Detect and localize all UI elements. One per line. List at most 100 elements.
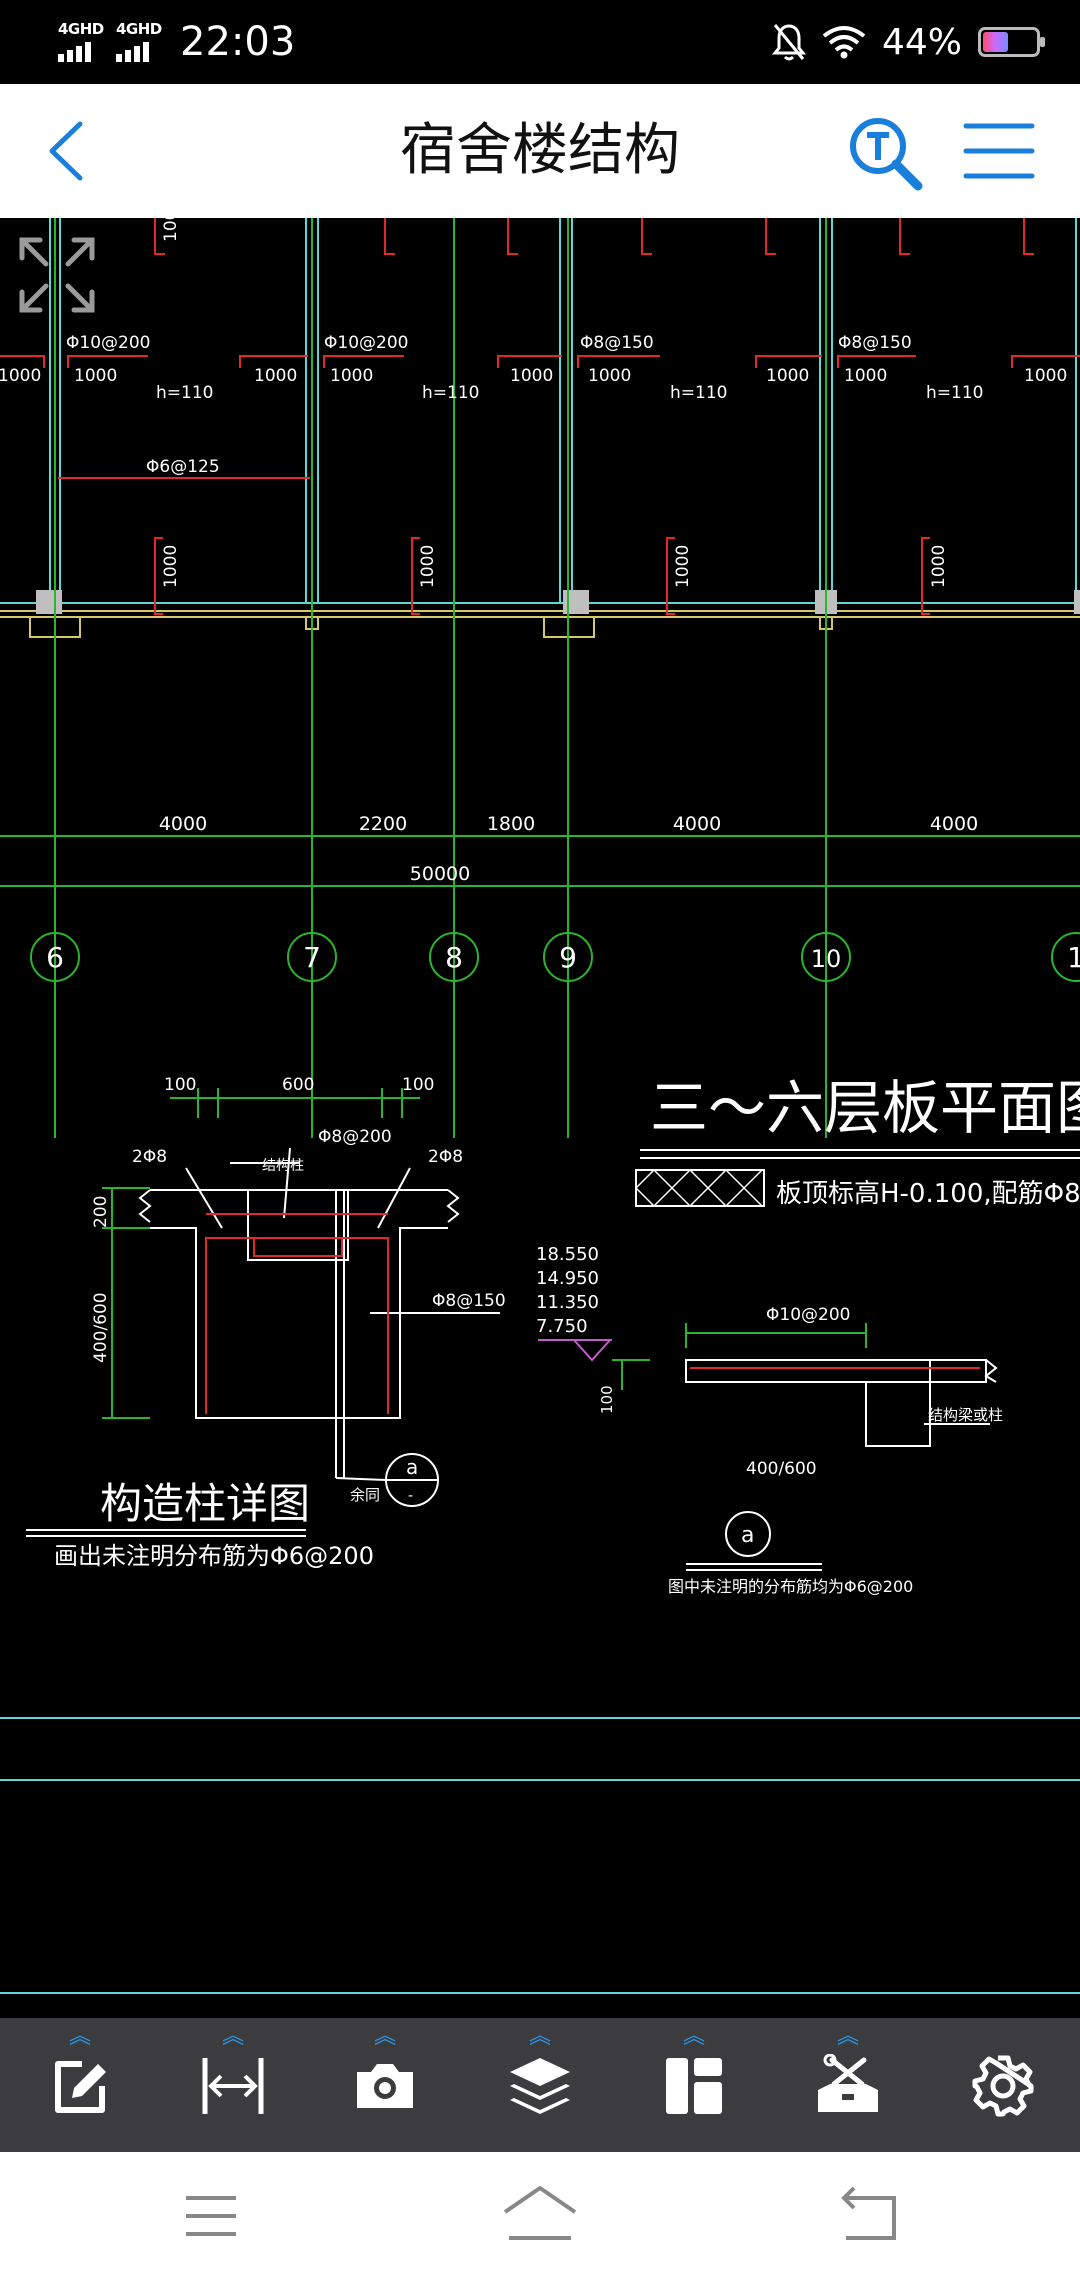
edit-note-icon	[55, 2061, 106, 2113]
slab-thickness: h=110	[926, 383, 983, 403]
axis-label: 8	[445, 941, 463, 974]
span-dim: 2200	[359, 813, 407, 835]
status-bar: 4GHD 4GHD 22:03 44%	[0, 0, 1080, 84]
rebar-text: Φ10@200 Φ10@200 Φ8@150 Φ8@150 Φ6@125 100…	[0, 218, 1067, 588]
rebar-label: Φ8@150	[432, 1291, 506, 1311]
rebar-marks	[0, 218, 1080, 615]
rebar-label: Φ8@150	[838, 333, 912, 353]
dim-label: 1000	[330, 366, 373, 386]
measure-distance-icon	[202, 2058, 264, 2114]
section-detail-text: Φ10@200 结构梁或柱 400/600 a 图中未注明的分布筋均为Φ6@20…	[668, 1305, 1003, 1596]
grid-lines	[0, 218, 1080, 1138]
camera-tool[interactable]: ︽	[310, 2018, 460, 2152]
clock: 22:03	[180, 19, 296, 65]
page-title: 宿舍楼结构	[400, 118, 680, 183]
elevation: 18.550	[536, 1244, 599, 1265]
total-dim: 50000	[410, 863, 470, 885]
detail-title: 构造柱详图	[100, 1479, 310, 1528]
elevation: 7.750	[536, 1316, 588, 1337]
dim-label: 1000	[766, 366, 809, 386]
battery-icon	[978, 27, 1045, 57]
dim-label: 1000	[418, 545, 438, 588]
column-label: 结构柱	[262, 1158, 304, 1174]
axis-label: 9	[559, 941, 577, 974]
signal-icon: 4GHD	[116, 20, 162, 64]
elevation-marker	[538, 1339, 612, 1362]
cad-drawing-canvas[interactable]: Φ10@200 Φ10@200 Φ8@150 Φ8@150 Φ6@125 100…	[0, 218, 1080, 2018]
legend-text: 板顶标高H-0.100,配筋Φ8@200,	[776, 1179, 1080, 1209]
slab-thickness: h=110	[670, 383, 727, 403]
title-bar: 宿舍楼结构	[0, 84, 1080, 219]
measure-tool[interactable]: ︽	[158, 2018, 308, 2152]
hamburger-menu-icon[interactable]	[962, 118, 1036, 184]
column-detail-text: 100 600 100 2Φ8 2Φ8 Φ8@200 结构柱 Φ8@150 20…	[54, 1075, 506, 1570]
expand-up-icon: ︽	[373, 2024, 396, 2049]
rebar-label: Φ6@125	[146, 457, 220, 477]
elevation: 14.950	[536, 1268, 599, 1289]
dimension-text: 4000 2200 1800 4000 4000 50000	[159, 813, 978, 885]
edit-note-tool[interactable]: ︽	[5, 2018, 155, 2152]
dim-label: 1000	[588, 366, 631, 386]
expand-up-icon: ︽	[836, 2024, 859, 2049]
rebar-label: 2Φ8	[428, 1147, 463, 1167]
dim-label: 1000	[161, 218, 181, 242]
section-note: 图中未注明的分布筋均为Φ6@200	[668, 1577, 913, 1596]
expand-arrows-icon[interactable]	[16, 234, 98, 316]
span-dim: 4000	[930, 813, 978, 835]
legend-hatch	[635, 1168, 765, 1208]
dim-label: 100	[402, 1075, 434, 1095]
battery-percent: 44%	[881, 21, 962, 63]
dim-label: 1000	[929, 545, 949, 588]
settings-tool[interactable]	[928, 2018, 1078, 2152]
wifi-icon	[822, 26, 866, 59]
slab-thickness: h=110	[422, 383, 479, 403]
column-dim-lines	[102, 1088, 867, 1419]
axis-labels: 6 7 8 9 10 1	[46, 941, 1080, 974]
system-nav-bar	[0, 2152, 1080, 2280]
dim-label: 1000	[161, 545, 181, 588]
back-icon[interactable]	[824, 2176, 914, 2256]
dim-label: 1000	[74, 366, 117, 386]
toolbox-tool[interactable]: ︽	[773, 2018, 923, 2152]
rebar-label: Φ8@200	[318, 1127, 392, 1147]
span-dim: 1800	[487, 813, 535, 835]
status-left: 4GHD 4GHD 22:03	[58, 14, 295, 70]
home-icon[interactable]	[495, 2176, 585, 2256]
cad-drawing[interactable]: Φ10@200 Φ10@200 Φ8@150 Φ8@150 Φ6@125 100…	[0, 218, 1080, 2018]
rebar-label: Φ10@200	[324, 333, 408, 353]
walls	[0, 218, 1080, 1994]
expand-up-icon: ︽	[682, 2024, 705, 2049]
remainder-label: 余同	[350, 1486, 380, 1504]
recents-menu-icon[interactable]	[166, 2176, 256, 2256]
dim-label: 1000	[0, 366, 41, 386]
plan-title: 三～六层板平面图	[650, 1074, 1080, 1142]
text-search-icon[interactable]	[846, 114, 926, 194]
column-rebar	[205, 1213, 389, 1414]
layers-tool[interactable]: ︽	[465, 2018, 615, 2152]
axis-label: 7	[303, 941, 321, 974]
back-chevron-icon[interactable]	[36, 116, 106, 186]
status-right: 44%	[771, 14, 1045, 70]
span-dim: 4000	[159, 813, 207, 835]
camera-icon	[357, 2064, 413, 2108]
elevation: 11.350	[536, 1292, 599, 1313]
layout-tool[interactable]: ︽	[619, 2018, 769, 2152]
dim-label: 1000	[844, 366, 887, 386]
span-dim: 4000	[673, 813, 721, 835]
battery-fill	[983, 32, 1008, 52]
detail-note: 画出未注明分布筋为Φ6@200	[54, 1542, 374, 1570]
toolbox-icon	[818, 2054, 878, 2112]
network-type-1: 4GHD	[58, 20, 104, 38]
dim-label: 1000	[510, 366, 553, 386]
marker-label: a	[741, 1523, 754, 1548]
expand-up-icon: ︽	[221, 2024, 244, 2049]
expand-up-icon: ︽	[528, 2024, 551, 2049]
dim-label: 100	[598, 1385, 616, 1414]
signal-icon: 4GHD	[58, 20, 104, 64]
bottom-toolbar: ︽ ︽ ︽ ︽ ︽	[0, 2018, 1080, 2152]
expand-up-icon: ︽	[68, 2024, 91, 2049]
dim-label: 400/600	[91, 1292, 111, 1363]
mute-icon	[771, 24, 806, 61]
rebar-label: Φ10@200	[766, 1305, 850, 1325]
dim-label: 100	[164, 1075, 196, 1095]
